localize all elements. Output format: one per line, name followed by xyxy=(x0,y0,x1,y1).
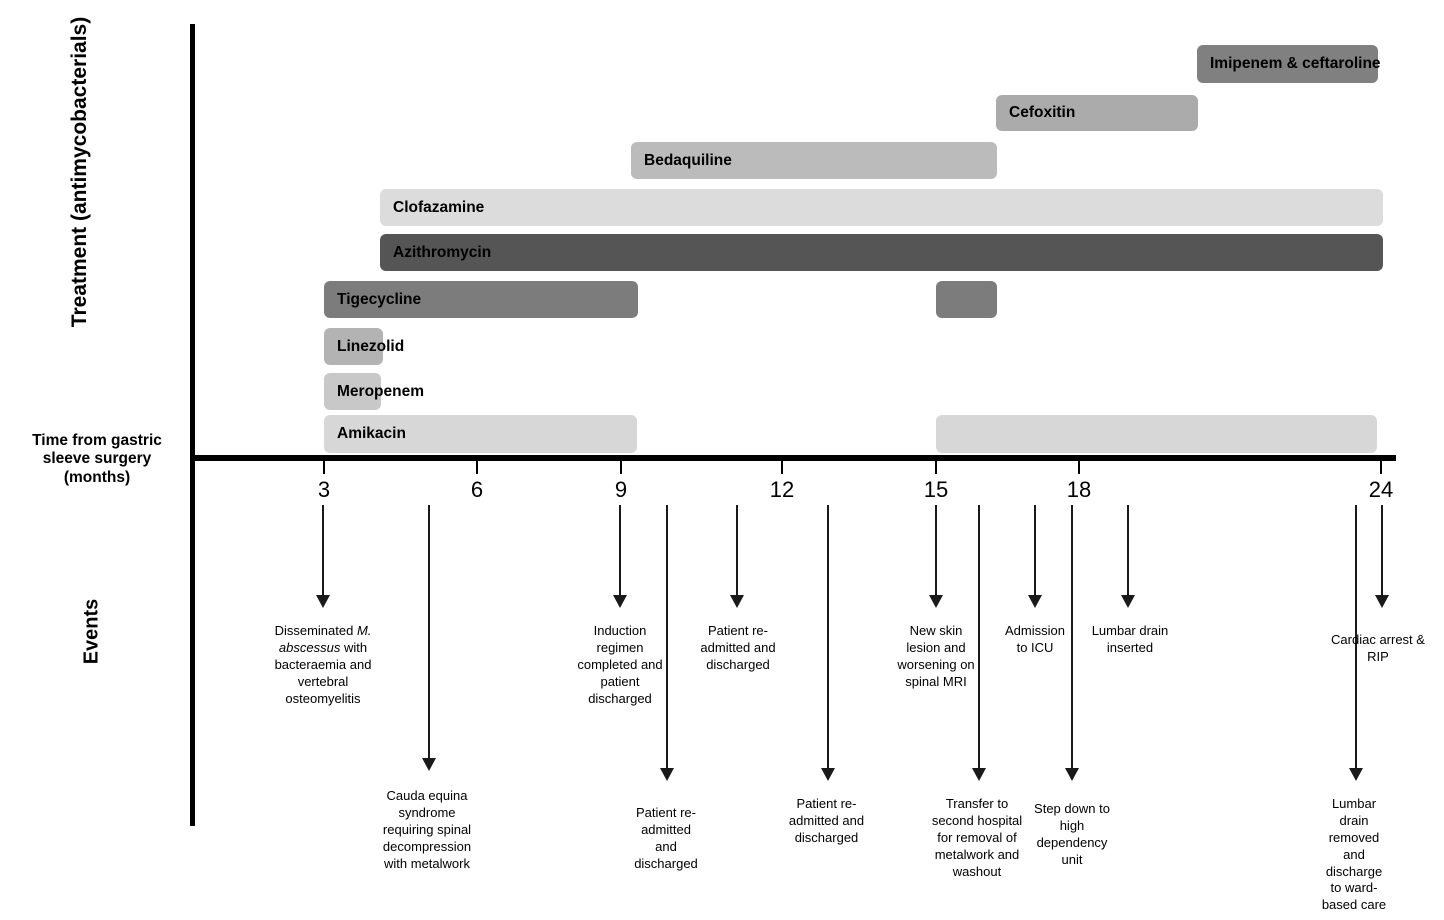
events-axis-title: Events xyxy=(80,598,103,665)
bar-label-cefoxitin: Cefoxitin xyxy=(1009,104,1076,121)
event-line-5 xyxy=(736,505,738,597)
event-line-9 xyxy=(1034,505,1036,597)
x-axis-caption-l2: sleeve surgery xyxy=(42,450,152,468)
event-arrow-3 xyxy=(613,595,627,608)
event-text-4: Patient re- admitted and discharged xyxy=(634,805,698,871)
tick-mark-18 xyxy=(1078,461,1080,474)
event-text-10: Step down to high dependency unit xyxy=(1034,801,1110,867)
event-arrow-12 xyxy=(1375,595,1389,608)
bar-clofazamine[interactable]: Clofazamine xyxy=(380,189,1383,226)
tick-mark-9 xyxy=(620,461,622,474)
event-arrow-5 xyxy=(730,595,744,608)
tick-mark-24 xyxy=(1380,461,1382,474)
event-arrow-13 xyxy=(1349,768,1363,781)
bar-bedaquiline[interactable]: Bedaquiline xyxy=(631,142,997,179)
bar-tigecycline[interactable]: Tigecycline xyxy=(324,281,638,318)
bar-tigecycline-segment-2[interactable] xyxy=(936,281,997,318)
event-text-1: Disseminated M. abscessus with bacteraem… xyxy=(262,623,384,707)
tick-mark-3 xyxy=(323,461,325,474)
event-text-3: Induction regimen completed and patient … xyxy=(577,623,663,706)
bar-label-imipenem: Imipenem & ceftaroline xyxy=(1210,55,1381,72)
event-arrow-9 xyxy=(1028,595,1042,608)
event-line-8 xyxy=(978,505,980,770)
event-line-2 xyxy=(428,505,430,760)
event-arrow-7 xyxy=(929,595,943,608)
event-text-12: Cardiac arrest & RIP xyxy=(1331,632,1425,664)
tick-label-9: 9 xyxy=(614,477,628,502)
event-line-11 xyxy=(1127,505,1129,597)
event-arrow-4 xyxy=(660,768,674,781)
bar-label-bedaquiline: Bedaquiline xyxy=(644,151,732,169)
event-line-4 xyxy=(666,505,668,770)
tick-label-6: 6 xyxy=(470,477,484,502)
x-axis-caption-l3: (months) xyxy=(63,468,131,486)
event-line-3 xyxy=(619,505,621,597)
event-text-2: Cauda equina syndrome requiring spinal d… xyxy=(382,788,472,871)
bar-label-tigecycline: Tigecycline xyxy=(337,290,422,308)
event-text-8: Transfer to second hospital for removal … xyxy=(931,796,1023,879)
event-1-line-3: bacteraemia and xyxy=(274,656,372,672)
x-axis-caption-l1: Time from gastric xyxy=(32,432,162,449)
event-arrow-1 xyxy=(316,595,330,608)
event-1-line-4: vertebral xyxy=(297,673,349,689)
event-arrow-2 xyxy=(422,758,436,771)
event-text-7: New skin lesion and worsening on spinal … xyxy=(897,623,975,689)
event-line-6 xyxy=(827,505,829,770)
event-1-line-5: osteomyelitis xyxy=(285,690,361,706)
event-arrow-11 xyxy=(1121,595,1135,608)
horizontal-axis-line xyxy=(193,455,1396,461)
event-line-10 xyxy=(1071,505,1073,770)
vertical-axis-line xyxy=(190,24,195,826)
bar-amikacin-segment-2[interactable] xyxy=(936,415,1377,453)
tick-mark-6 xyxy=(476,461,478,474)
bar-label-clofazamine: Clofazamine xyxy=(393,198,485,216)
x-axis-caption: Time from gastric sleeve surgery (months… xyxy=(8,432,186,487)
bar-imipenem-ceftaroline[interactable]: Imipenem & ceftaroline xyxy=(1197,45,1381,83)
y-axis-title: Treatment (antimycobacterials) xyxy=(68,16,91,328)
event-text-13: Lumbar drain removed and discharge to wa… xyxy=(1321,796,1387,913)
event-arrow-8 xyxy=(972,768,986,781)
event-arrow-6 xyxy=(821,768,835,781)
event-text-9: Admission to ICU xyxy=(1005,623,1065,655)
event-line-7 xyxy=(935,505,937,597)
event-line-13 xyxy=(1355,505,1357,770)
tick-label-3: 3 xyxy=(317,477,331,502)
event-text-6: Patient re- admitted and discharged xyxy=(788,796,865,845)
bar-label-amikacin: Amikacin xyxy=(337,425,406,442)
tick-label-24: 24 xyxy=(1368,477,1394,502)
tick-label-15: 15 xyxy=(923,477,949,502)
tick-label-18: 18 xyxy=(1066,477,1092,502)
bar-azithromycin[interactable]: Azithromycin xyxy=(380,234,1383,271)
event-1-line-2: abscessus with xyxy=(278,639,368,655)
event-arrow-10 xyxy=(1065,768,1079,781)
bar-label-azithromycin: Azithromycin xyxy=(393,243,492,261)
bar-cefoxitin[interactable]: Cefoxitin xyxy=(996,95,1198,131)
event-line-12 xyxy=(1381,505,1383,597)
event-text-5: Patient re- admitted and discharged xyxy=(700,623,776,672)
event-line-1 xyxy=(322,505,324,597)
bar-label-linezolid: Linezolid xyxy=(337,337,405,355)
event-text-11: Lumbar drain inserted xyxy=(1091,623,1169,655)
tick-label-12: 12 xyxy=(769,477,795,502)
tick-mark-15 xyxy=(935,461,937,474)
bar-amikacin[interactable]: Amikacin xyxy=(324,415,637,453)
event-1-line-1: Disseminated M. xyxy=(274,623,372,638)
bar-linezolid[interactable]: Linezolid xyxy=(324,328,404,365)
bar-label-meropenem: Meropenem xyxy=(337,382,424,400)
bar-meropenem[interactable]: Meropenem xyxy=(324,373,424,410)
tick-mark-12 xyxy=(781,461,783,474)
